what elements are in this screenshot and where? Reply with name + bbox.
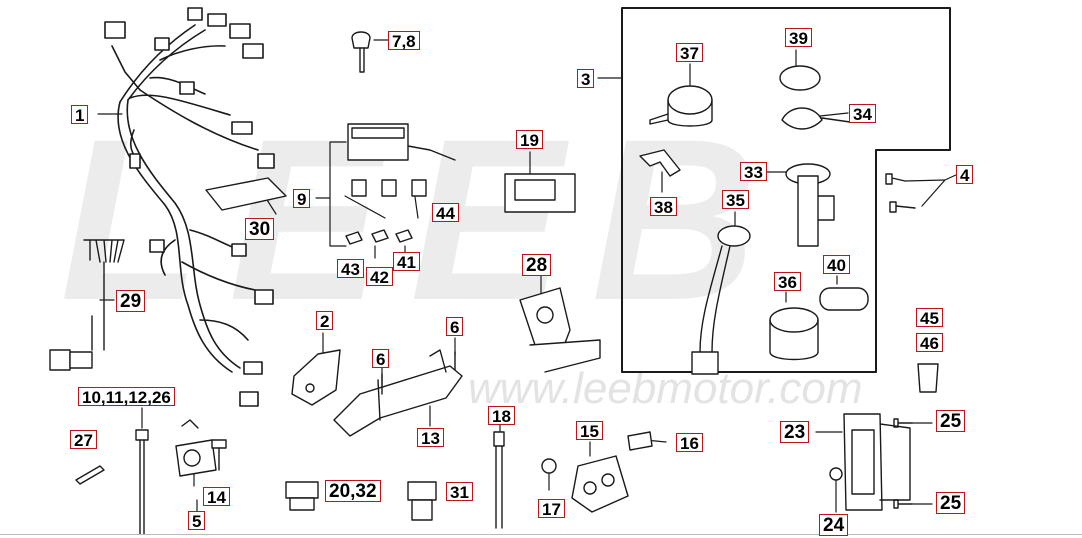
bottom-rule — [0, 534, 1082, 535]
callout-13: 13 — [417, 428, 444, 448]
callout-9: 9 — [293, 189, 311, 209]
callout-1: 1 — [71, 105, 89, 125]
plug-16 — [627, 431, 653, 451]
cap-46 — [917, 363, 939, 393]
callout-6a: 6 — [372, 349, 390, 369]
clamp-5 — [175, 439, 217, 477]
switch-15 — [571, 455, 629, 513]
callout-15: 15 — [576, 421, 603, 441]
callout-25a: 25 — [936, 410, 966, 432]
bracket-23 — [843, 413, 911, 511]
callout-37: 37 — [676, 43, 703, 63]
callout-35: 35 — [722, 190, 749, 210]
callout-43: 43 — [337, 259, 364, 279]
callout-30: 30 — [245, 218, 275, 240]
cap-39 — [779, 65, 821, 91]
leader-lines — [97, 39, 959, 517]
callout-19: 19 — [516, 130, 543, 150]
callout-17: 17 — [538, 499, 565, 519]
grommet-27 — [75, 465, 105, 485]
callout-36: 36 — [774, 272, 801, 292]
callout-31: 31 — [446, 482, 473, 502]
kit-frame — [621, 7, 951, 373]
callout-46: 46 — [916, 333, 943, 353]
callout-23: 23 — [780, 421, 810, 443]
watermark-logo: LEEB — [60, 91, 786, 348]
nut-24 — [829, 467, 843, 481]
callout-33: 33 — [740, 162, 767, 182]
callout-29: 29 — [116, 290, 146, 312]
callout-34: 34 — [849, 104, 876, 124]
connector-31 — [407, 481, 437, 521]
clip-38 — [639, 149, 681, 177]
rod-18 — [493, 431, 505, 529]
switch-37 — [649, 85, 713, 127]
callout-3: 3 — [577, 69, 595, 89]
callout-41: 41 — [393, 252, 420, 272]
lock-33 — [785, 163, 835, 247]
callout-2: 2 — [316, 311, 334, 331]
bolt-14 — [211, 439, 227, 471]
callout-38: 38 — [650, 197, 677, 217]
seal-34 — [781, 107, 851, 130]
ignition-35 — [691, 225, 751, 375]
bracket-13 — [333, 349, 463, 437]
nut-17 — [541, 458, 557, 474]
bracket-2 — [291, 349, 341, 406]
callout-24: 24 — [819, 514, 849, 536]
cable-tie — [135, 429, 149, 535]
callout-28: 28 — [522, 254, 552, 276]
callout-4: 4 — [956, 165, 974, 185]
screw-25 — [893, 418, 913, 509]
callout-20-32: 20,32 — [325, 480, 381, 502]
callout-45: 45 — [916, 308, 943, 328]
callout-6b: 6 — [446, 317, 464, 337]
callout-40: 40 — [823, 255, 850, 275]
tie-12 — [181, 419, 199, 429]
callout-18: 18 — [488, 406, 515, 426]
callout-27: 27 — [70, 430, 97, 450]
callout-7-8: 7,8 — [388, 31, 420, 51]
bolt-4 — [885, 173, 916, 213]
module-19 — [504, 173, 576, 213]
callout-16: 16 — [676, 433, 703, 453]
label-sticker — [205, 177, 287, 211]
fuse — [285, 481, 319, 511]
grip-40 — [819, 287, 869, 311]
callout-10-11-12-26: 10,11,12,26 — [78, 387, 175, 407]
screw-6 — [381, 351, 456, 395]
bracket-28 — [519, 287, 601, 373]
callout-5: 5 — [188, 511, 206, 531]
callout-14: 14 — [203, 487, 230, 507]
callout-25b: 25 — [936, 492, 966, 514]
lead-wire-29 — [49, 239, 125, 371]
lock-36 — [769, 307, 819, 361]
callout-44: 44 — [432, 203, 459, 223]
callout-42: 42 — [366, 267, 393, 287]
key — [351, 31, 371, 73]
wiring-harness — [104, 7, 275, 407]
relay-assembly — [345, 123, 456, 245]
callout-39: 39 — [785, 28, 812, 48]
